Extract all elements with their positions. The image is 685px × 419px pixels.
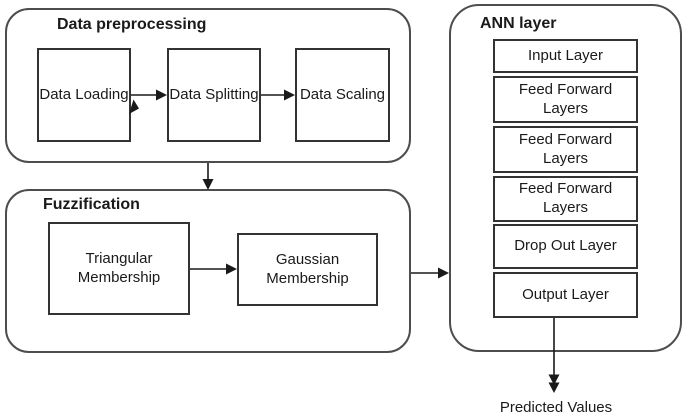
arrow-preprocessing-to-fuzzification: [202, 163, 214, 190]
step-box-data-splitting: Data Splitting: [167, 48, 261, 142]
step-box-data-scaling: Data Scaling: [295, 48, 390, 142]
box-gaussian-membership: Gaussian Membership: [237, 233, 378, 306]
ann-box-input-layer: Input Layer: [493, 39, 638, 73]
ann-box-feed-forward-1: Feed Forward Layers: [493, 76, 638, 123]
ann-box-drop-out-layer: Drop Out Layer: [493, 224, 638, 269]
predicted-values-label: Predicted Values: [499, 399, 613, 416]
box-triangular-membership: Triangular Membership: [48, 222, 190, 315]
ann-box-feed-forward-2: Feed Forward Layers: [493, 126, 638, 173]
ann-box-feed-forward-3: Feed Forward Layers: [493, 176, 638, 222]
ann-box-output-layer: Output Layer: [493, 272, 638, 318]
ann-layer-title: ANN layer: [480, 15, 557, 32]
arrow-fuzzification-to-ann: [411, 267, 449, 279]
data-preprocessing-title: Data preprocessing: [57, 16, 207, 33]
fuzzification-title: Fuzzification: [43, 196, 140, 213]
step-box-data-loading: Data Loading: [37, 48, 131, 142]
